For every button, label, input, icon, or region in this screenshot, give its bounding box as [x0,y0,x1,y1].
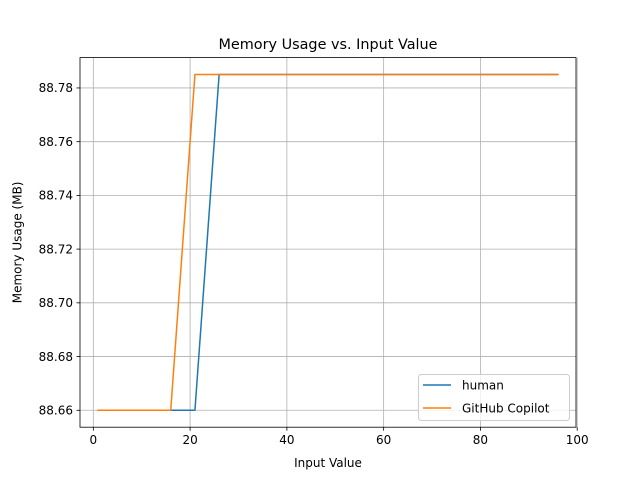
y-tick-label: 88.78 [39,81,73,95]
plot-lines [97,73,559,412]
x-tick-label: 20 [182,433,197,447]
y-tick-label: 88.74 [39,189,73,203]
x-tick-label: 40 [279,433,294,447]
y-axis-label: Memory Usage (MB) [11,182,25,304]
y-tick-label: 88.72 [39,242,73,256]
plot-frame [79,57,577,428]
y-tick-label: 88.76 [39,135,73,149]
legend-box [418,374,570,421]
y-tick-label: 88.68 [39,350,73,364]
y-tick-label: 88.66 [39,403,73,417]
x-tick-label: 0 [89,433,97,447]
x-tick-label: 100 [566,433,589,447]
x-tick-label: 80 [473,433,488,447]
x-axis-ticks: 0 20 40 60 80 100 [89,427,589,447]
grid [80,57,578,428]
y-tick-label: 88.70 [39,296,73,310]
chart-title: Memory Usage vs. Input Value [218,37,437,53]
x-tick-label: 60 [376,433,391,447]
legend: human GitHub Copilot [418,374,570,421]
x-axis-label: Input Value [294,456,362,470]
y-axis-ticks: 88.66 88.68 88.70 88.72 88.74 88.76 88.78 [39,81,80,417]
legend-label-human: human [462,379,504,393]
legend-label-github-copilot: GitHub Copilot [462,402,550,416]
series-line-github-copilot [97,73,559,412]
